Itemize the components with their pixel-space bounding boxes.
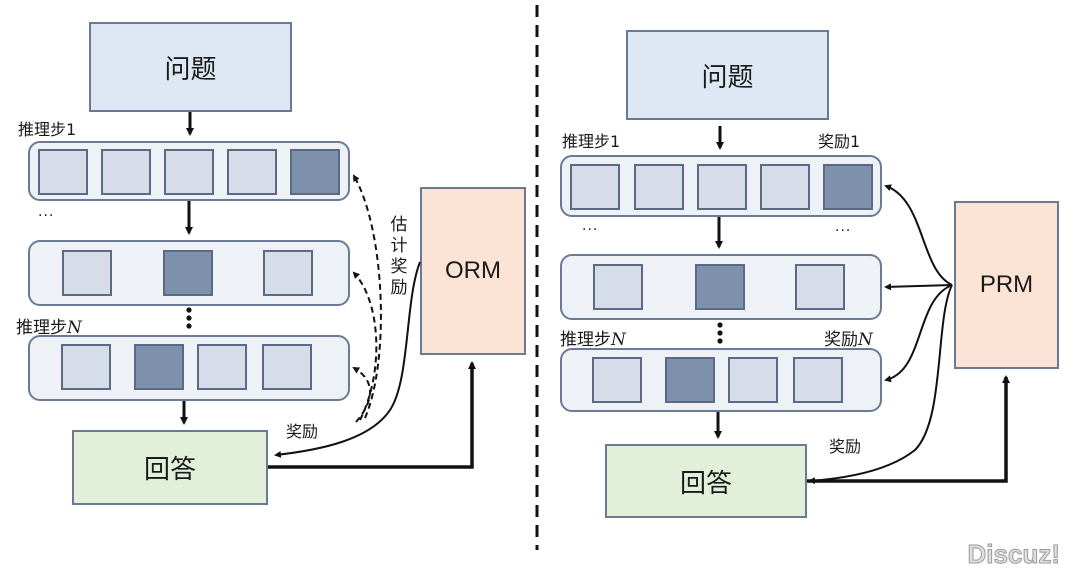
token [197, 344, 247, 390]
left-dashed-arrow-step1 [353, 174, 382, 419]
left-step-row-1 [28, 141, 350, 201]
left-dashed-arrow-step3 [352, 367, 371, 423]
prm-box: PRM [954, 201, 1059, 369]
token [593, 264, 643, 310]
right-reward1-label: 奖励1 [818, 132, 861, 151]
right-step-row-3 [560, 348, 882, 412]
watermark-logo: Discuz! [967, 539, 1060, 570]
right-ellipsis-left: ··· [582, 222, 599, 238]
orm-text: ORM [445, 257, 501, 284]
token [728, 357, 778, 403]
prm-arrow-step1 [884, 184, 953, 286]
token [61, 344, 111, 390]
right-answer-text: 回答 [679, 468, 732, 499]
right-step1-label: 推理步1 [562, 132, 621, 151]
right-stepN-prefix: 推理步 [560, 330, 611, 350]
orm-box: ORM [420, 187, 526, 355]
right-rewardN-label: 奖励N [824, 325, 873, 350]
right-question-box: 问题 [626, 30, 829, 120]
token [38, 149, 88, 195]
left-arrow-answer-orm [268, 361, 476, 469]
left-stepN-prefix: 推理步 [16, 318, 67, 338]
left-step1-label: 推理步1 [18, 120, 77, 139]
right-stepN-var: N [611, 330, 626, 350]
token [101, 149, 151, 195]
prm-text: PRM [979, 271, 1034, 298]
token [570, 164, 620, 210]
token [697, 164, 747, 210]
token [263, 250, 313, 296]
left-dashed-arrow-step2 [352, 271, 378, 421]
left-vdot [186, 323, 192, 329]
right-answer-box: 回答 [605, 444, 807, 518]
right-rewardN-var: N [858, 330, 873, 350]
token [760, 164, 810, 210]
token [164, 149, 214, 195]
left-question-box: 问题 [89, 22, 292, 112]
left-ellipsis: ··· [38, 208, 55, 224]
right-vdot [717, 322, 723, 328]
left-answer-text: 回答 [143, 455, 196, 485]
left-step-row-3 [28, 335, 350, 401]
token-highlight [163, 250, 213, 296]
left-vdot [186, 307, 192, 313]
token [795, 264, 845, 310]
left-vdot [186, 315, 192, 321]
token-highlight [665, 357, 715, 403]
left-step-row-2 [28, 240, 350, 306]
token [592, 357, 642, 403]
right-step-row-2 [560, 254, 882, 320]
prm-arrow-answer [808, 284, 953, 485]
right-vdot [717, 338, 723, 344]
right-vdot [717, 330, 723, 336]
right-step-row-1 [560, 155, 882, 217]
left-arrow-orm-answer [274, 261, 421, 458]
prm-arrow-step2 [884, 283, 953, 291]
right-arrow-answer-prm [807, 375, 1010, 483]
left-question-text: 问题 [164, 54, 217, 85]
token [262, 344, 312, 390]
token-highlight [134, 344, 184, 390]
right-rewardN-prefix: 奖励 [824, 330, 858, 350]
left-stepN-label: 推理步N [16, 313, 82, 338]
right-stepN-label: 推理步N [560, 325, 626, 350]
left-answer-box: 回答 [72, 430, 268, 505]
right-reward-label: 奖励 [829, 437, 862, 456]
token-highlight [695, 264, 745, 310]
token [62, 250, 112, 296]
token-highlight [823, 164, 873, 210]
left-stepN-var: N [67, 318, 82, 338]
prm-arrow-step3 [884, 284, 953, 383]
right-question-text: 问题 [701, 62, 754, 93]
token [793, 357, 843, 403]
token [227, 149, 277, 195]
left-reward-label: 奖励 [286, 422, 319, 441]
token-highlight [290, 149, 340, 195]
right-ellipsis-right: ··· [835, 223, 852, 239]
token [634, 164, 684, 210]
left-estimate-reward-label: 估计奖励 [390, 215, 408, 298]
